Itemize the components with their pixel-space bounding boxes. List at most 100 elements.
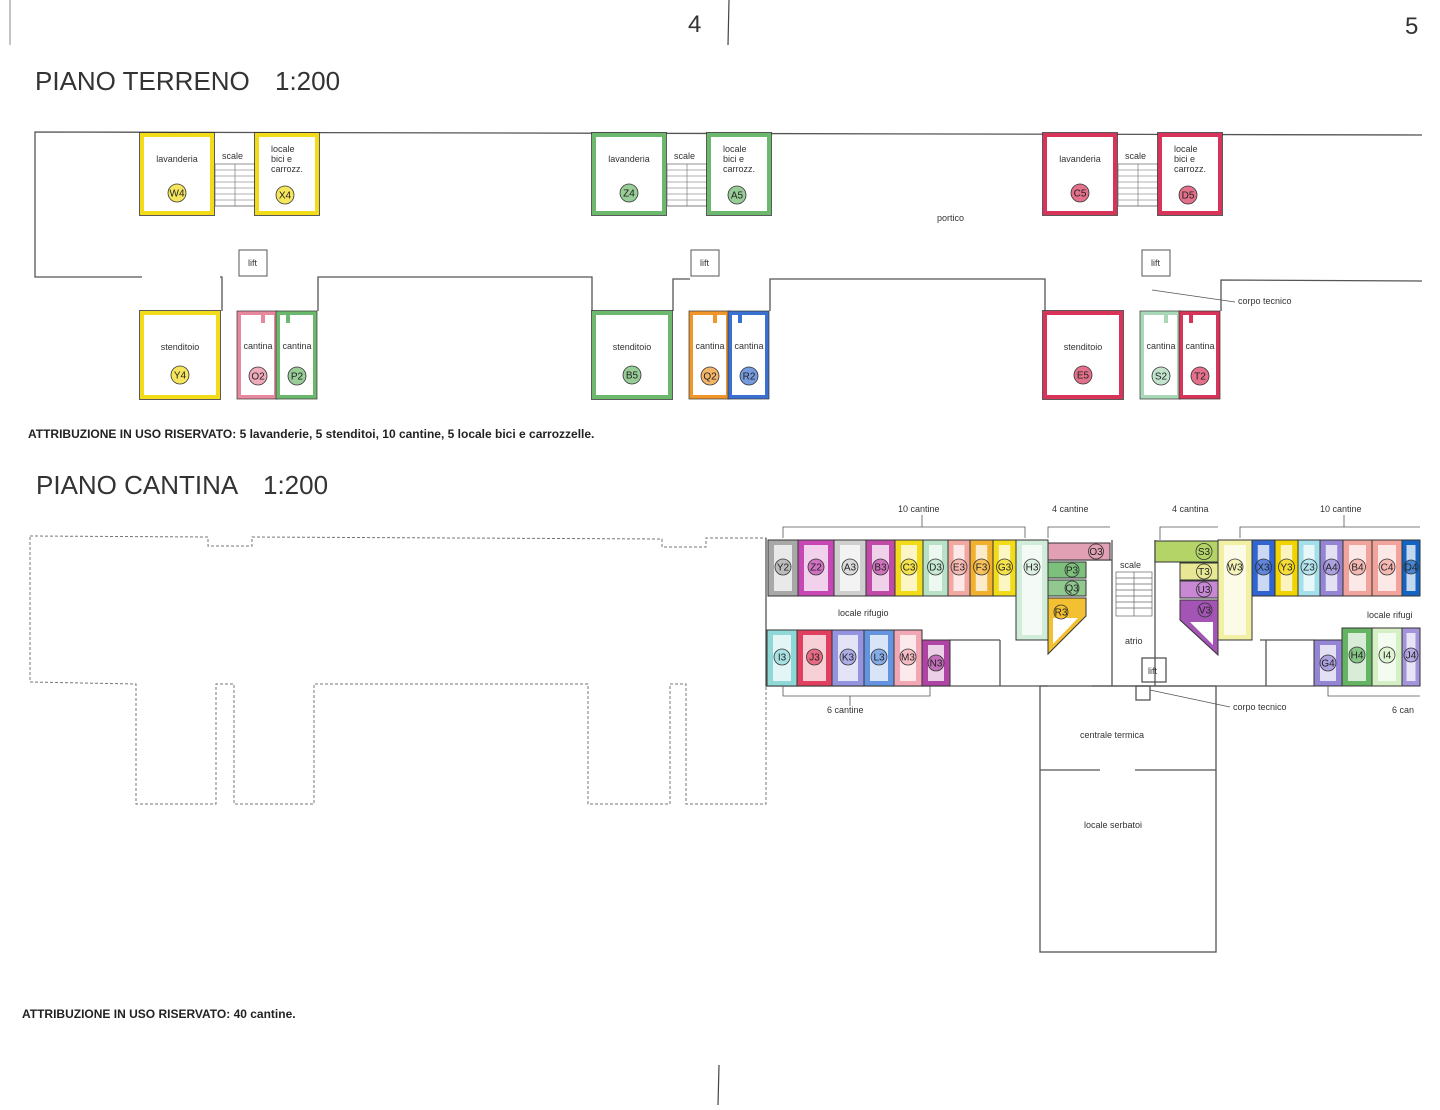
cellar-E3: E3 <box>947 539 971 597</box>
unit-code: Z4 <box>623 189 635 200</box>
unit-code-badge: K3 <box>839 648 857 666</box>
unit-code-badge: G4 <box>1319 654 1337 672</box>
cellar-V3: V3 <box>1179 599 1219 657</box>
unit-code: A4 <box>1325 563 1338 574</box>
cellar-C3: C3 <box>894 539 924 597</box>
corpo-tecnico-basement-label: corpo tecnico <box>1233 702 1287 712</box>
unit-code: D3 <box>929 563 942 574</box>
unit-code-badge: Z2 <box>807 558 825 576</box>
unit-code: S2 <box>1155 372 1168 383</box>
unit-code-badge: S3 <box>1195 543 1213 560</box>
cellar-Q3: Q3 <box>1047 579 1087 597</box>
lift: lift <box>690 249 720 277</box>
unit-code-badge: B4 <box>1349 558 1366 576</box>
unit-code-badge: U3 <box>1196 581 1212 598</box>
unit-code: Y2 <box>777 563 790 574</box>
stairs: scale <box>214 151 256 207</box>
cellar-I3: I3 <box>766 629 798 687</box>
page-number-right: 5 <box>1405 13 1418 40</box>
cellar-I4: I4 <box>1371 627 1403 687</box>
unit-code: I3 <box>778 653 787 664</box>
unit-code-badge: Y3 <box>1278 558 1295 576</box>
stairs: scale <box>1117 151 1159 207</box>
unit-code-badge: F3 <box>973 558 990 576</box>
stairs-label: scale <box>1120 560 1141 570</box>
unit-code-badge: J4 <box>1403 647 1419 663</box>
unit-code: R3 <box>1055 608 1068 619</box>
unit-code: Z2 <box>810 563 822 574</box>
stairs-label: scale <box>1125 151 1146 161</box>
portico-label: portico <box>937 213 964 223</box>
cellar-R3: R3 <box>1047 597 1087 656</box>
unit-code-badge: L3 <box>870 648 888 666</box>
room-label: cantina <box>1146 341 1175 351</box>
unit-code: Y4 <box>174 371 187 382</box>
unit-code-badge: Z4 <box>619 183 639 203</box>
room-label: carrozz. <box>271 164 303 174</box>
cellar-Z2: Z2 <box>797 539 835 597</box>
unit-code: F3 <box>976 563 988 574</box>
cellar-B3: B3 <box>865 539 896 597</box>
unit-code-badge: D3 <box>927 558 944 576</box>
unit-code-badge: C5 <box>1070 183 1090 203</box>
unit-code: J4 <box>1406 651 1417 662</box>
unit-code: D5 <box>1182 191 1195 202</box>
page-divider-bottom <box>717 1064 720 1106</box>
unit-code-badge: B3 <box>872 558 889 576</box>
cellar-P3: P3 <box>1047 561 1087 579</box>
cellar-S3: S3 <box>1154 540 1219 563</box>
lift-label: lift <box>700 258 709 268</box>
room-label: locale <box>1174 144 1198 154</box>
room-label: carrozz. <box>1174 164 1206 174</box>
basement-walls <box>765 538 1314 953</box>
unit-code-badge: A5 <box>727 185 747 205</box>
basement-stairs <box>1115 571 1153 617</box>
cellar-M3: M3 <box>893 629 923 687</box>
unit-code: A5 <box>731 191 744 202</box>
room-label: stenditoio <box>613 342 652 352</box>
ground-floor-attribution: ATTRIBUZIONE IN USO RISERVATO: 5 lavande… <box>28 427 594 441</box>
ground-floor-title: PIANO TERRENO <box>35 66 250 96</box>
unit-code-badge: G3 <box>996 558 1013 576</box>
unit-code: B5 <box>626 371 639 382</box>
cellar-U3: U3 <box>1179 580 1219 599</box>
basement-unexcavated-outline <box>29 535 767 805</box>
basement-attribution: ATTRIBUZIONE IN USO RISERVATO: 40 cantin… <box>22 1007 296 1021</box>
unit-code-badge: R2 <box>739 366 759 386</box>
cellar-F3: F3 <box>969 539 994 597</box>
cellar-Z3: Z3 <box>1297 539 1321 597</box>
unit-code: C5 <box>1074 189 1087 200</box>
unit-code: B3 <box>874 563 887 574</box>
atrium-label: atrio <box>1125 636 1143 646</box>
unit-code-badge: Y2 <box>774 558 792 576</box>
cellar-Y3: Y3 <box>1274 539 1299 597</box>
cellar-T3: T3 <box>1179 562 1219 581</box>
cellar-H3: H3 <box>1015 539 1049 641</box>
room-label: carrozz. <box>723 164 755 174</box>
unit-code-badge: N3 <box>927 654 945 672</box>
unit-code: U3 <box>1198 585 1211 596</box>
unit-code: B4 <box>1351 563 1364 574</box>
unit-code-badge: E5 <box>1073 365 1093 385</box>
unit-code-badge: X4 <box>275 185 295 205</box>
unit-code: Z3 <box>1303 563 1315 574</box>
room-label: cantina <box>695 341 724 351</box>
unit-code-badge: Q2 <box>700 366 720 386</box>
unit-code: C4 <box>1381 563 1394 574</box>
unit-code: G3 <box>998 563 1012 574</box>
unit-code-badge: D4 <box>1403 559 1419 575</box>
unit-code-badge: S2 <box>1151 366 1171 386</box>
unit-code: T2 <box>1194 372 1206 383</box>
boiler-room-label: centrale termica <box>1080 730 1144 740</box>
